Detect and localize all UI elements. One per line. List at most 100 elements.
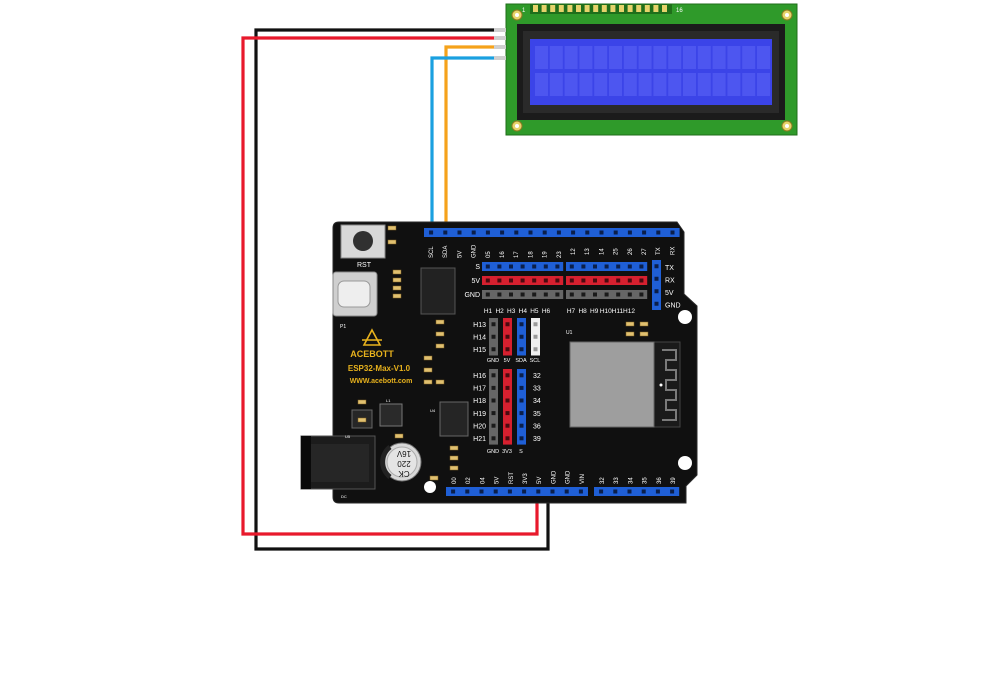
bottom-pin-label: 00 (452, 477, 458, 484)
lcd-pin (541, 5, 547, 12)
header-pin (519, 423, 524, 428)
lcd-cell (668, 73, 682, 96)
bottom-pin-label: 5V (495, 477, 501, 484)
header-pin (514, 230, 519, 235)
lcd-pin (610, 5, 616, 12)
header-pin (520, 292, 525, 297)
smd-component (423, 355, 433, 361)
regulator-label: U4 (430, 408, 436, 413)
header-pin (564, 489, 569, 494)
header-pin (654, 264, 659, 269)
gnd-wire (254, 28, 550, 551)
header-pin (654, 289, 659, 294)
lcd-cell (727, 73, 741, 96)
i2c-h-label: H13 (473, 322, 486, 329)
sensor-h-label: H3 (507, 308, 516, 315)
header-pin (569, 264, 574, 269)
uart-label: 5V (665, 290, 674, 297)
sensor-block-left-row-3 (482, 290, 564, 299)
header-pin (536, 489, 541, 494)
lcd-cell (742, 46, 756, 69)
header-pin (443, 230, 448, 235)
bottom-right-pin-label: 33 (614, 477, 620, 484)
lcd-pin (644, 5, 650, 12)
i2c-block-col-4 (531, 318, 540, 356)
header-pin (491, 398, 496, 403)
header-pin (479, 489, 484, 494)
sensor-h-label: H10 (600, 308, 612, 315)
lcd-cell (638, 73, 652, 96)
header-pin (485, 278, 490, 283)
sensor-h-label: H12 (623, 308, 635, 315)
sensor-h-label: H4 (519, 308, 528, 315)
header-pin (519, 385, 524, 390)
lcd-cell (683, 73, 696, 96)
header-pin (585, 230, 590, 235)
top-pin-label: 16 (500, 251, 506, 258)
uart-label: TX (665, 265, 674, 272)
analog-col-label: S (519, 449, 523, 455)
lcd-pin (576, 5, 581, 12)
header-pin (656, 230, 661, 235)
header-pin (543, 264, 548, 269)
vcc-wire (241, 36, 539, 536)
header-pin (543, 292, 548, 297)
esp32-board: RST P1 ACEBOTT ESP32-Max-V1.0 WWW.acebot… (300, 221, 698, 504)
header-pin (542, 230, 547, 235)
top-right-pin-label: 13 (585, 248, 591, 255)
header-pin (533, 322, 538, 327)
analog-block-col-1 (489, 369, 498, 445)
top-right-pin-label: TX (656, 247, 662, 255)
i2c-block-col-2 (503, 318, 512, 356)
top-pin-label: 19 (543, 251, 549, 258)
header-pin (505, 398, 510, 403)
acebott-logo-icon (362, 328, 382, 346)
header-pin (571, 230, 576, 235)
header-pin (578, 489, 583, 494)
smd-component (449, 455, 459, 461)
header-pin (627, 489, 632, 494)
reset-button[interactable] (340, 224, 386, 259)
lcd-pin (550, 5, 556, 12)
lcd-pin-label-right: 16 (676, 8, 683, 14)
passive-components (357, 225, 649, 481)
header-pin (505, 347, 510, 352)
smd-component (392, 285, 402, 291)
smd-component (639, 321, 649, 327)
dc-jack-label: DC (341, 494, 347, 499)
bottom-header-left (446, 487, 588, 496)
analog-pin-label: 33 (533, 386, 541, 393)
top-pin-label: 17 (514, 251, 520, 258)
capacitor-text-1: CK (398, 469, 410, 478)
header-pin (599, 230, 604, 235)
header-pin (550, 489, 555, 494)
smd-component (435, 379, 445, 385)
sensor-row-label: 5V (471, 278, 480, 285)
bottom-pin-label: 5V (537, 477, 543, 484)
analog-pin-label: 36 (533, 423, 541, 430)
header-pin (599, 489, 604, 494)
bottom-right-pin-label: 32 (600, 477, 606, 484)
lcd-pin (533, 5, 538, 12)
lcd-cell (609, 46, 622, 69)
header-pin (500, 230, 505, 235)
header-pin (491, 347, 496, 352)
header-pin (642, 230, 647, 235)
lcd-cell (535, 46, 548, 69)
header-pin (581, 292, 586, 297)
header-pin (519, 436, 524, 441)
analog-h-label: H21 (473, 436, 486, 443)
header-pin (555, 292, 560, 297)
header-pin (520, 278, 525, 283)
header-pin (505, 334, 510, 339)
header-pin (593, 264, 597, 269)
smd-component (392, 293, 402, 299)
smd-component (357, 399, 367, 405)
header-pin (639, 264, 644, 269)
lcd-pin (601, 5, 607, 12)
lcd-module: 1 16 (494, 3, 798, 136)
uart-label: GND (665, 303, 681, 310)
analog-h-label: H16 (473, 373, 486, 380)
header-pin (613, 489, 618, 494)
